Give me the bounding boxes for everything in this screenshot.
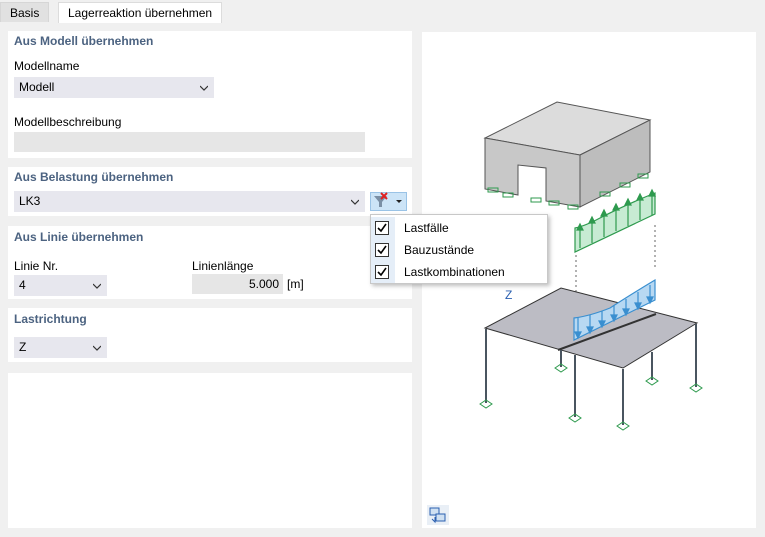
direction-section-title: Lastrichtung bbox=[14, 312, 87, 326]
filter-button[interactable] bbox=[370, 192, 407, 211]
checkbox-lastkombinationen[interactable] bbox=[375, 265, 389, 279]
load-select[interactable]: LK3 bbox=[14, 191, 365, 212]
chevron-down-icon bbox=[200, 85, 208, 91]
line-section-title: Aus Linie übernehmen bbox=[14, 230, 144, 244]
support-markers-top bbox=[487, 173, 649, 210]
tab-lagerreaktion[interactable]: Lagerreaktion übernehmen bbox=[58, 2, 223, 23]
line-length-field[interactable]: 5.000 bbox=[192, 274, 283, 294]
line-no-label: Linie Nr. bbox=[14, 259, 59, 273]
menu-item-label: Lastkombinationen bbox=[404, 265, 505, 279]
axis-label-z: Z bbox=[505, 288, 512, 302]
checkbox-bauzustaende[interactable] bbox=[375, 243, 389, 257]
tab-basis[interactable]: Basis bbox=[0, 2, 50, 22]
model-desc-label: Modellbeschreibung bbox=[14, 115, 122, 129]
line-section: Aus Linie übernehmen Linie Nr. 4 Linienl… bbox=[8, 226, 412, 299]
model-desc-field[interactable] bbox=[14, 132, 365, 152]
view-toggle-button[interactable] bbox=[427, 505, 449, 525]
menu-item-lastkombinationen[interactable]: Lastkombinationen bbox=[371, 261, 547, 283]
model-name-select[interactable]: Modell bbox=[14, 77, 214, 98]
member-load-diagram bbox=[573, 278, 656, 341]
filter-icon bbox=[374, 192, 402, 207]
menu-item-label: Bauzustände bbox=[404, 243, 475, 257]
checkbox-lastfaelle[interactable] bbox=[375, 221, 389, 235]
menu-item-bauzustaende[interactable]: Bauzustände bbox=[371, 239, 547, 261]
filter-dropdown-menu: Lastfälle Bauzustände Lastkombinationen bbox=[370, 214, 548, 284]
model-name-value: Modell bbox=[19, 80, 55, 94]
model-section: Aus Modell übernehmen Modellname Modell … bbox=[8, 31, 412, 158]
direction-value: Z bbox=[19, 340, 27, 354]
checkmark-icon bbox=[377, 223, 387, 233]
model-section-title: Aus Modell übernehmen bbox=[14, 34, 154, 48]
structure-graphic: Z bbox=[479, 101, 703, 431]
menu-item-lastfaelle[interactable]: Lastfälle bbox=[371, 217, 547, 239]
support-load-diagram bbox=[574, 188, 656, 253]
line-no-select[interactable]: 4 bbox=[14, 275, 107, 296]
model-name-label: Modellname bbox=[14, 59, 80, 73]
load-select-value: LK3 bbox=[19, 194, 41, 208]
chevron-down-icon bbox=[93, 345, 101, 351]
view-options-icon bbox=[429, 507, 446, 524]
tab-bar: Basis Lagerreaktion übernehmen bbox=[0, 0, 765, 23]
load-section-title: Aus Belastung übernehmen bbox=[14, 170, 174, 184]
chevron-down-icon bbox=[351, 199, 359, 205]
menu-item-label: Lastfälle bbox=[404, 221, 449, 235]
empty-panel bbox=[8, 373, 412, 528]
direction-section: Lastrichtung Z bbox=[8, 308, 412, 362]
checkmark-icon bbox=[377, 267, 387, 277]
chevron-down-icon bbox=[93, 283, 101, 289]
checkmark-icon bbox=[377, 245, 387, 255]
load-section: Aus Belastung übernehmen LK3 bbox=[8, 167, 368, 216]
line-length-unit: [m] bbox=[287, 277, 304, 291]
line-no-value: 4 bbox=[19, 278, 26, 292]
line-length-label: Linienlänge bbox=[192, 259, 254, 273]
direction-select[interactable]: Z bbox=[14, 337, 107, 358]
